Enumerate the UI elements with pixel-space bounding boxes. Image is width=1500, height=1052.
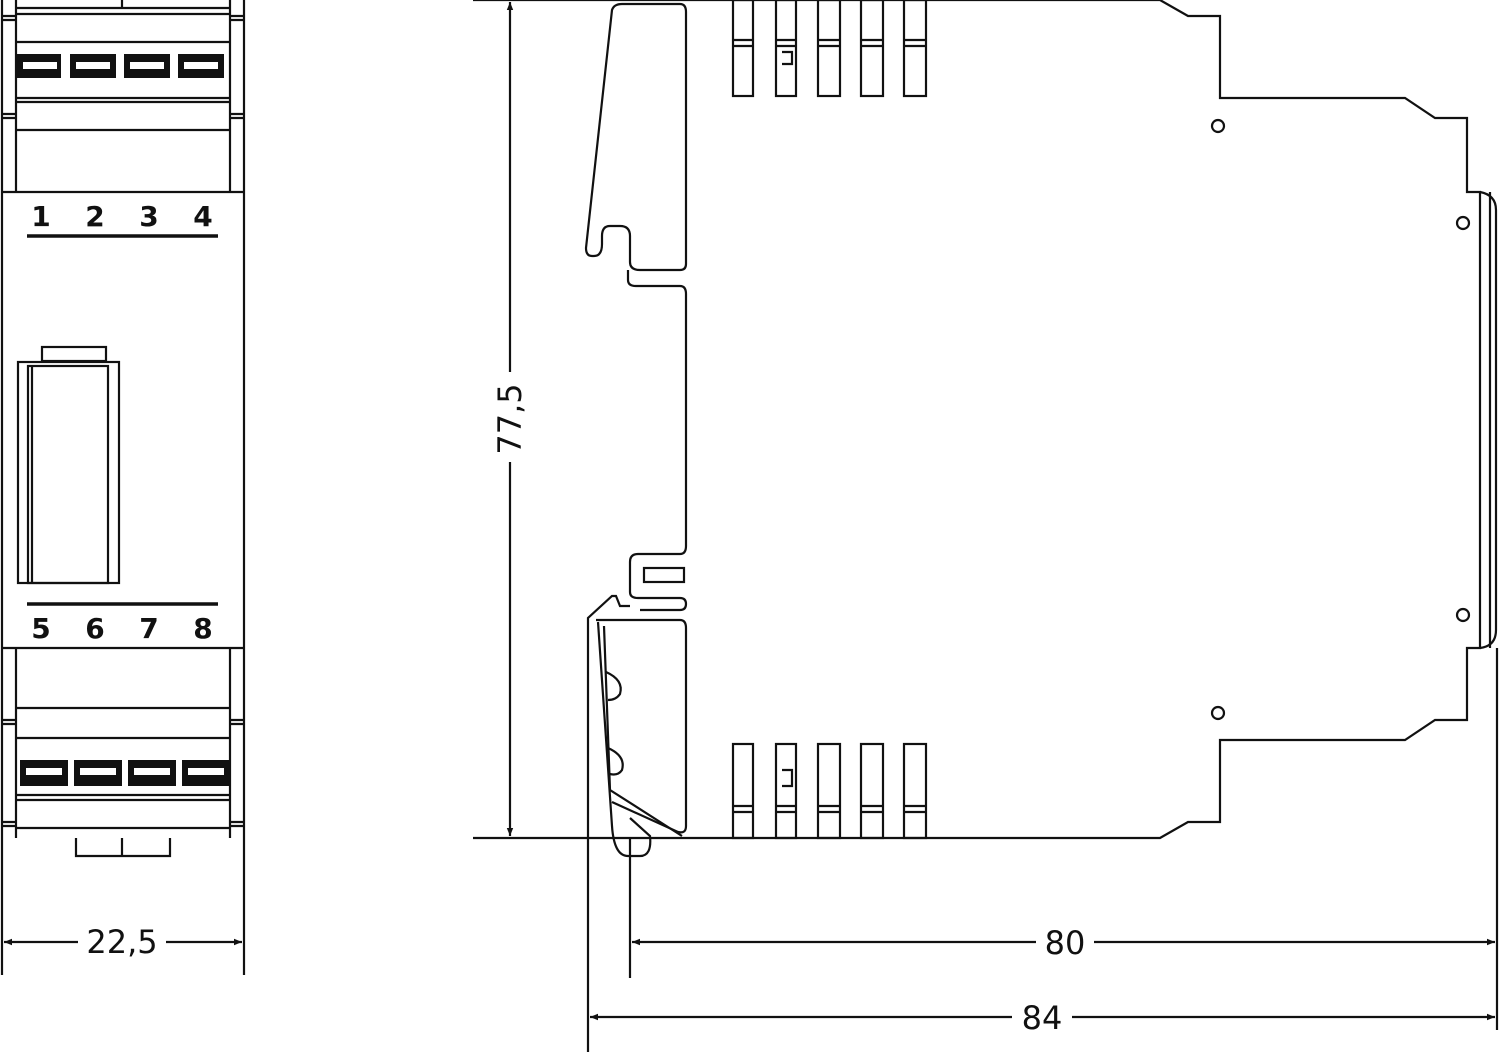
terminal-label-4: 4	[193, 200, 212, 233]
front-view: 1 2 3 4 5 6 7 8 22,5	[0, 0, 246, 975]
depth-dimension-84-label: 84	[1022, 999, 1063, 1037]
din-clip-bottom	[586, 594, 688, 858]
terminal-label-1: 1	[31, 200, 50, 233]
side-view: 77,5 80 84	[473, 0, 1499, 1052]
height-dimension-label: 77,5	[491, 383, 529, 454]
width-dimension-label: 22,5	[86, 923, 157, 961]
vent-slots-bottom	[731, 742, 928, 840]
terminal-label-2: 2	[85, 200, 104, 233]
depth-dimension-80-label: 80	[1045, 924, 1086, 962]
terminal-label-6: 6	[85, 612, 104, 645]
terminal-label-3: 3	[139, 200, 158, 233]
vent-slots-top	[731, 0, 928, 98]
width-dimension: 22,5	[4, 923, 242, 961]
terminal-label-7: 7	[139, 612, 158, 645]
front-cover-window	[16, 345, 121, 585]
terminal-label-8: 8	[193, 612, 212, 645]
terminal-labels-bottom: 5 6 7 8	[31, 612, 212, 645]
terminal-labels-top: 1 2 3 4	[31, 200, 212, 233]
height-dimension: 77,5	[491, 2, 529, 836]
terminal-screws-bottom	[20, 760, 230, 786]
terminal-screws-top	[17, 54, 224, 78]
din-clip-top	[584, 2, 688, 612]
depth-dimensions: 80 84	[586, 648, 1499, 1052]
terminal-label-5: 5	[31, 612, 50, 645]
